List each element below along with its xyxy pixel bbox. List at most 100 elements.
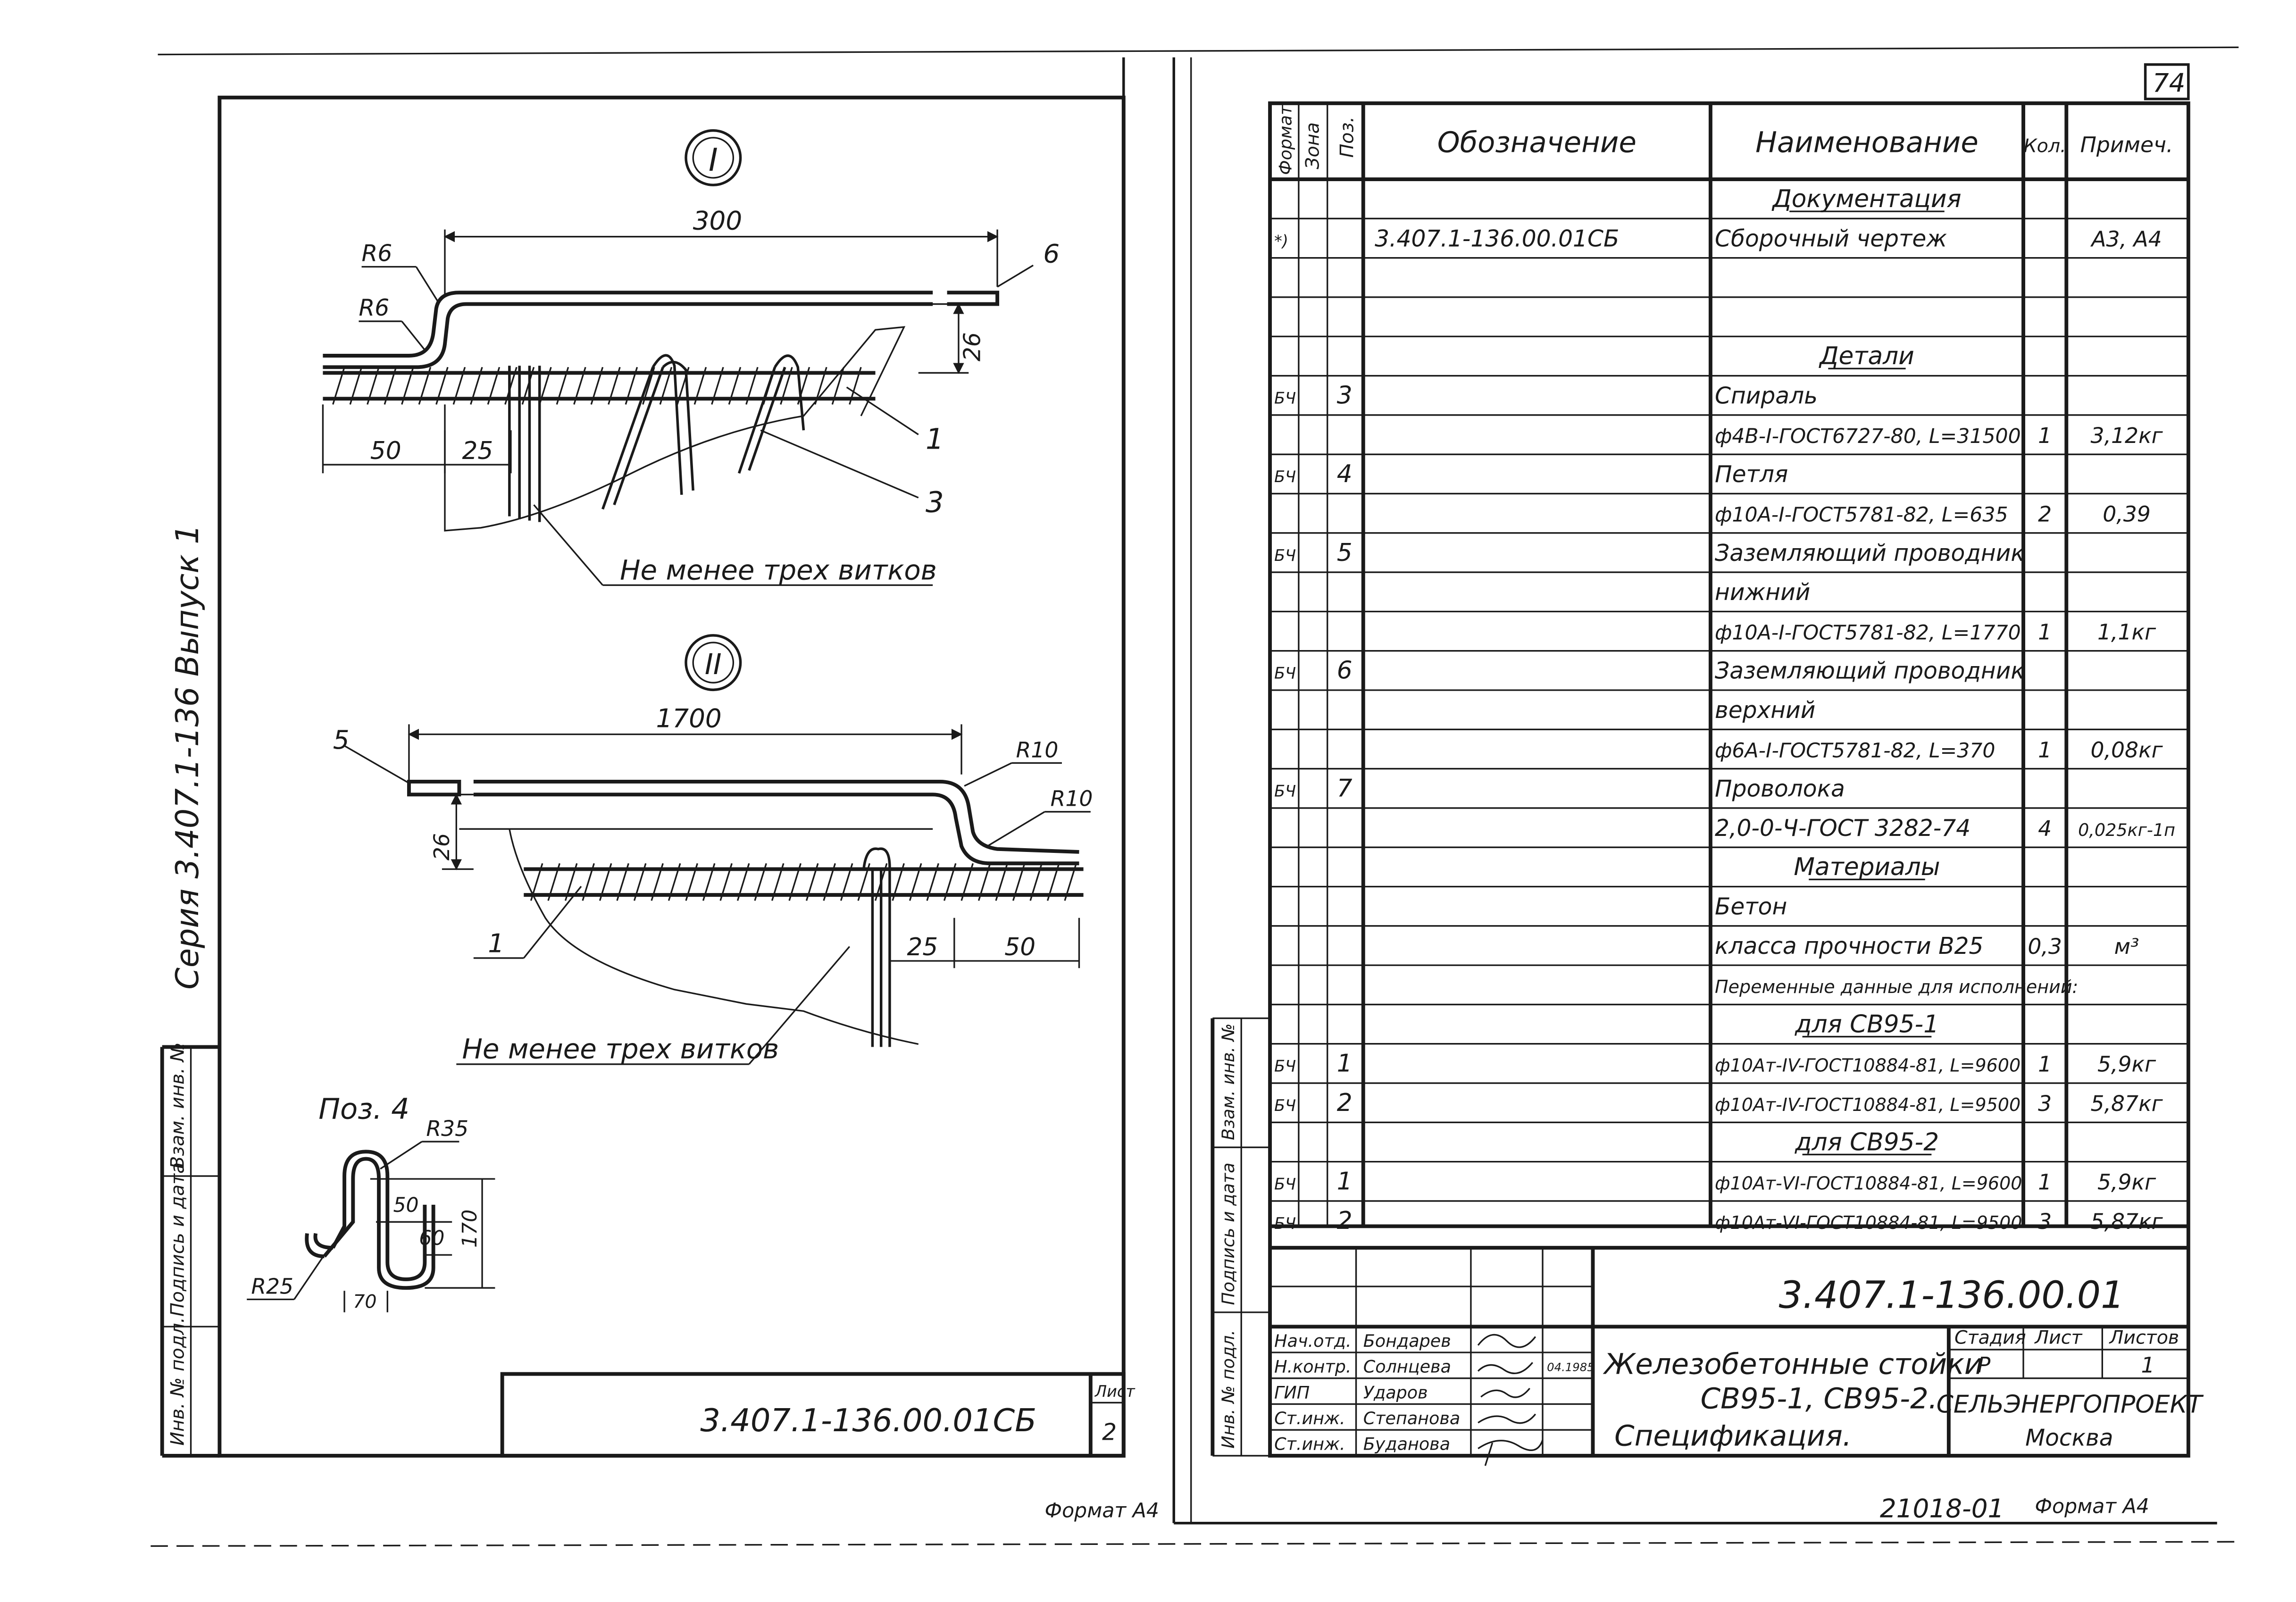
title-line-2: СВ95-1, СВ95-2.: [1701, 1383, 1938, 1416]
left-sheet: Инв. № подл. Подпись и дата Взам. инв. №…: [160, 57, 1159, 1523]
side-label-sign: Подпись и дата: [167, 1162, 188, 1317]
spec-cell-pos: 5: [1337, 539, 1353, 567]
callout-1-r-bottom: R6: [359, 295, 389, 321]
spec-cell-name: ф10А-I-ГОСТ5781-82, L=1770: [1715, 621, 2021, 644]
spec-cell-name: нижний: [1715, 579, 1810, 606]
doc-code: 3.407.1-136.00.01: [1779, 1274, 2125, 1317]
spec-cell-designation: 3.407.1-136.00.01СБ: [1375, 225, 1619, 252]
spec-cell-name: ф6А-I-ГОСТ5781-82, L=370: [1715, 739, 1995, 762]
spec-cell-pos: 1: [1337, 1050, 1353, 1078]
spec-cell-note: 5,87кг: [2091, 1209, 2163, 1234]
callout-1-note: Не менее трех витков: [620, 554, 937, 586]
pos4-r25: R25: [251, 1274, 293, 1299]
date-stamp: 04.1985: [1547, 1360, 1595, 1374]
spec-cell-name: Сборочный чертеж: [1715, 225, 1947, 252]
spec-cell-note: 5,9кг: [2097, 1170, 2156, 1195]
pos4-detail: Поз. 4 R35 R25 50 60 170 70: [247, 1093, 495, 1313]
spec-cell-format: БЧ: [1274, 1175, 1296, 1193]
callout-1-pos-3: 3: [926, 486, 944, 519]
callout-2: II 1700 5 R10 R10: [333, 634, 1093, 1065]
signer-role: Н.контр.: [1274, 1357, 1351, 1377]
sheet-label: Лист: [2034, 1327, 2082, 1349]
signatures: [1477, 1334, 1544, 1466]
pos4-d60: 60: [419, 1227, 444, 1250]
spec-cell-name: 2,0-0-Ч-ГОСТ 3282-74: [1715, 815, 1970, 842]
org-city: Москва: [2025, 1425, 2113, 1452]
spec-section-title: Материалы: [1794, 853, 1940, 881]
right-side-label-inv: Инв. № подл.: [1218, 1330, 1238, 1449]
callout-2-dim-50: 50: [1004, 933, 1035, 961]
spec-cell-name: ф10Ат-VI-ГОСТ10884-81, L=9600: [1715, 1173, 2022, 1194]
signer-name: Буданова: [1363, 1434, 1450, 1454]
spec-cell-name: Спираль: [1715, 383, 1818, 409]
callout-1-dim-50: 50: [370, 437, 401, 465]
spec-cell-name: Проволока: [1715, 776, 1845, 802]
spec-cell-qty: 3: [2038, 1209, 2052, 1234]
hdr-designation: Обозначение: [1437, 126, 1636, 159]
callout-2-pos-1: 1: [488, 928, 504, 959]
signer-role: Ст.инж.: [1274, 1408, 1345, 1428]
spec-table: Формат Зона Поз. Обозначение Наименовани…: [1268, 101, 2190, 1458]
hdr-zone: Зона: [1302, 122, 1323, 169]
spec-cell-name: Переменные данные для исполнений:: [1715, 976, 2078, 997]
spec-cell-pos: 2: [1337, 1089, 1353, 1117]
spec-cell-name: ф10А-I-ГОСТ5781-82, L=635: [1715, 503, 2008, 526]
callout-1-dim-25: 25: [462, 437, 493, 465]
hdr-format: Формат: [1276, 104, 1296, 175]
spec-cell-note: 3,12кг: [2091, 423, 2163, 448]
spec-cell-pos: 6: [1337, 657, 1353, 685]
pos4-d170: 170: [458, 1210, 482, 1248]
spec-cell-pos: 1: [1337, 1168, 1353, 1196]
spec-cell-name: ф10Ат-VI-ГОСТ10884-81, L=9500: [1715, 1212, 2022, 1233]
hdr-qty: Кол.: [2024, 135, 2066, 157]
title-line-1: Железобетонные стойки: [1603, 1348, 1983, 1381]
spec-cell-format: БЧ: [1274, 782, 1296, 801]
callout-1-dim-300: 300: [693, 205, 742, 235]
spec-cell-note: 5,87кг: [2091, 1091, 2163, 1116]
spec-cell-format: БЧ: [1274, 546, 1296, 565]
hdr-note: Примеч.: [2080, 132, 2173, 157]
right-side-columns: Инв. № подл. Подпись и дата Взам. инв. №: [1211, 1017, 1270, 1457]
hdr-name: Наименование: [1755, 126, 1979, 159]
side-stamp-columns: Инв. № подл. Подпись и дата Взам. инв. №: [160, 1043, 220, 1458]
spec-cell-name: класса прочности В25: [1715, 933, 1983, 960]
spec-cell-note: 0,39: [2103, 501, 2151, 526]
spec-cell-qty: 0,3: [2028, 934, 2062, 959]
callout-1-pos-1: 1: [926, 423, 944, 456]
spec-cell-note: 5,9кг: [2097, 1052, 2156, 1077]
left-stamp: 3.407.1-136.00.01СБ Лист 2: [500, 1372, 1135, 1458]
left-stamp-code: 3.407.1-136.00.01СБ: [700, 1402, 1036, 1439]
spec-cell-note: 0,025кг-1п: [2078, 820, 2175, 840]
spec-cell-pos: 2: [1337, 1207, 1353, 1235]
spec-cell-format: БЧ: [1274, 467, 1296, 486]
spec-cell-qty: 3: [2038, 1091, 2052, 1116]
spec-cell-name: ф4В-I-ГОСТ6727-80, L=31500: [1715, 425, 2021, 448]
spec-cell-note: м³: [2114, 934, 2139, 959]
spec-cell-format: БЧ: [1274, 664, 1296, 683]
org-name: СЕЛЬЭНЕРГОПРОЕКТ: [1937, 1391, 2204, 1419]
spec-cell-format: *): [1274, 232, 1288, 250]
callout-2-r-top: R10: [1016, 737, 1059, 762]
spec-cell-name: ф10Ат-IV-ГОСТ10884-81, L=9600: [1715, 1055, 2020, 1076]
right-format-label: Формат А4: [2035, 1495, 2149, 1519]
right-sheet: 7 4 Инв. № подл. Подпись и дата Взам. инв…: [1172, 57, 2217, 1525]
stage-label: Стадия: [1954, 1327, 2026, 1349]
series-label: Серия 3.407.1-136 Выпуск 1: [169, 524, 206, 989]
spec-cell-name: верхний: [1715, 697, 1815, 724]
spec-cell-pos: 7: [1337, 775, 1353, 803]
right-side-label-sign: Подпись и дата: [1218, 1163, 1238, 1305]
callout-2-marker: II: [705, 648, 722, 681]
spec-cell-qty: 1: [2038, 737, 2052, 762]
callout-2-dim-26: 26: [429, 833, 454, 860]
spec-cell-qty: 4: [2038, 816, 2052, 841]
spec-cell-name: Петля: [1715, 461, 1788, 488]
left-format-label: Формат А4: [1044, 1499, 1159, 1523]
spec-section-title: для СВ95-2: [1795, 1128, 1939, 1156]
callout-1-r-top: R6: [362, 240, 392, 267]
callout-2-r-bottom: R10: [1051, 786, 1093, 811]
spec-cell-format: БЧ: [1274, 1096, 1296, 1115]
spec-section-title: Детали: [1819, 342, 1914, 370]
pos4-d70: 70: [353, 1291, 376, 1313]
